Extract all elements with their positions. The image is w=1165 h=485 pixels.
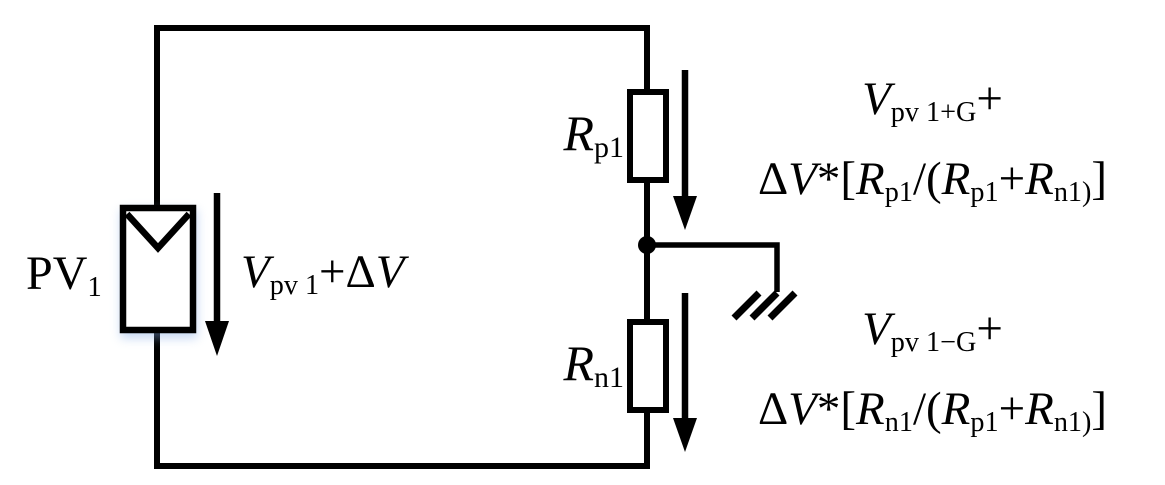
current-arrow-top-branch [673,70,697,230]
ground-hatch-1 [731,290,762,321]
current-arrow-pv [205,193,229,356]
arrow-head-icon [673,418,697,452]
pv-voltage-label: Vpv 1+ΔV [241,246,405,301]
arrow-head-icon [673,196,697,230]
junction-node [638,236,656,254]
arrow-head-icon [205,321,229,356]
pv-body [119,204,197,334]
bottom-branch-voltage-label: Vpv 1−G+ ΔV*[Rn1/(Rp1+Rn1)] [700,296,1165,456]
ground-hatch-3 [767,290,798,321]
wire-bottom [154,327,650,469]
bottom-branch-voltage-line1: Vpv 1−G+ [862,303,1003,358]
resistor-rp1-symbol [627,89,669,183]
top-branch-voltage-label: Vpv 1+G+ ΔV*[Rp1/(Rp1+Rn1)] [700,66,1165,226]
ground-wire [652,242,780,292]
pv-chevron-icon [124,211,192,253]
top-branch-voltage-line2: ΔV*[Rp1/(Rp1+Rn1)] [757,152,1108,208]
resistor-rn1-symbol [627,319,669,413]
wire-top [154,25,650,211]
top-branch-voltage-line1: Vpv 1+G+ [862,73,1003,128]
ground-hatch-2 [749,290,780,321]
pv-label: PV1 [26,247,102,303]
current-arrow-bottom-branch [673,293,697,452]
resistor-rn1-label: Rn1 [563,335,624,395]
ground-icon [731,290,798,321]
bottom-branch-voltage-line2: ΔV*[Rn1/(Rp1+Rn1)] [757,382,1108,438]
resistor-rp1-label: Rp1 [563,105,624,165]
pv-source-symbol [119,204,197,334]
